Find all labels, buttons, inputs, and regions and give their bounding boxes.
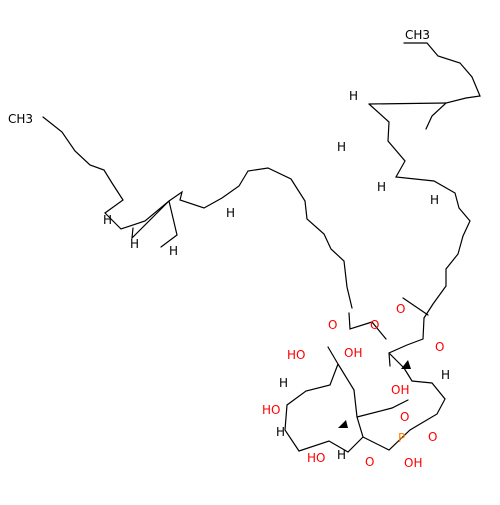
hydroxyl-label: OH (391, 383, 409, 397)
oxygen-label: O (428, 430, 437, 444)
h-label: H (103, 213, 112, 227)
wedge-bond (338, 420, 348, 428)
h-label: H (377, 180, 386, 194)
h-label: H (430, 193, 439, 207)
hydroxyl-label: HO (307, 451, 325, 465)
h-label: H (441, 368, 450, 382)
oxygen-label: O (435, 340, 444, 354)
oxygen-label: O (365, 455, 374, 469)
hydroxyl-label: OH (344, 346, 362, 360)
oxygen-label: O (396, 302, 405, 316)
h-label: H (276, 425, 285, 439)
h-label: H (279, 376, 288, 390)
inositol-ring (284, 346, 446, 453)
oxygen-label: O (400, 410, 409, 424)
oxygen-label: O (370, 318, 379, 332)
hydroxyl-label: HO (262, 403, 280, 417)
h-label: H (226, 206, 235, 220)
left-fatty-chain (42, 116, 387, 340)
h-label: H (349, 89, 358, 103)
hydroxyl-label: OH (404, 456, 422, 470)
hydroxyl-label: HO (287, 348, 305, 362)
oxygen-label: O (328, 318, 337, 332)
h-label: H (130, 237, 139, 251)
h-label: H (337, 140, 346, 154)
phosphorus-label: P (398, 431, 405, 445)
ch3-left-label: CH3 (8, 112, 33, 126)
wedge-bond (401, 360, 411, 369)
h-label: H (337, 448, 346, 462)
right-fatty-chain (368, 42, 481, 367)
ch3-right-label: CH3 (405, 28, 430, 42)
h-label: H (169, 244, 178, 258)
